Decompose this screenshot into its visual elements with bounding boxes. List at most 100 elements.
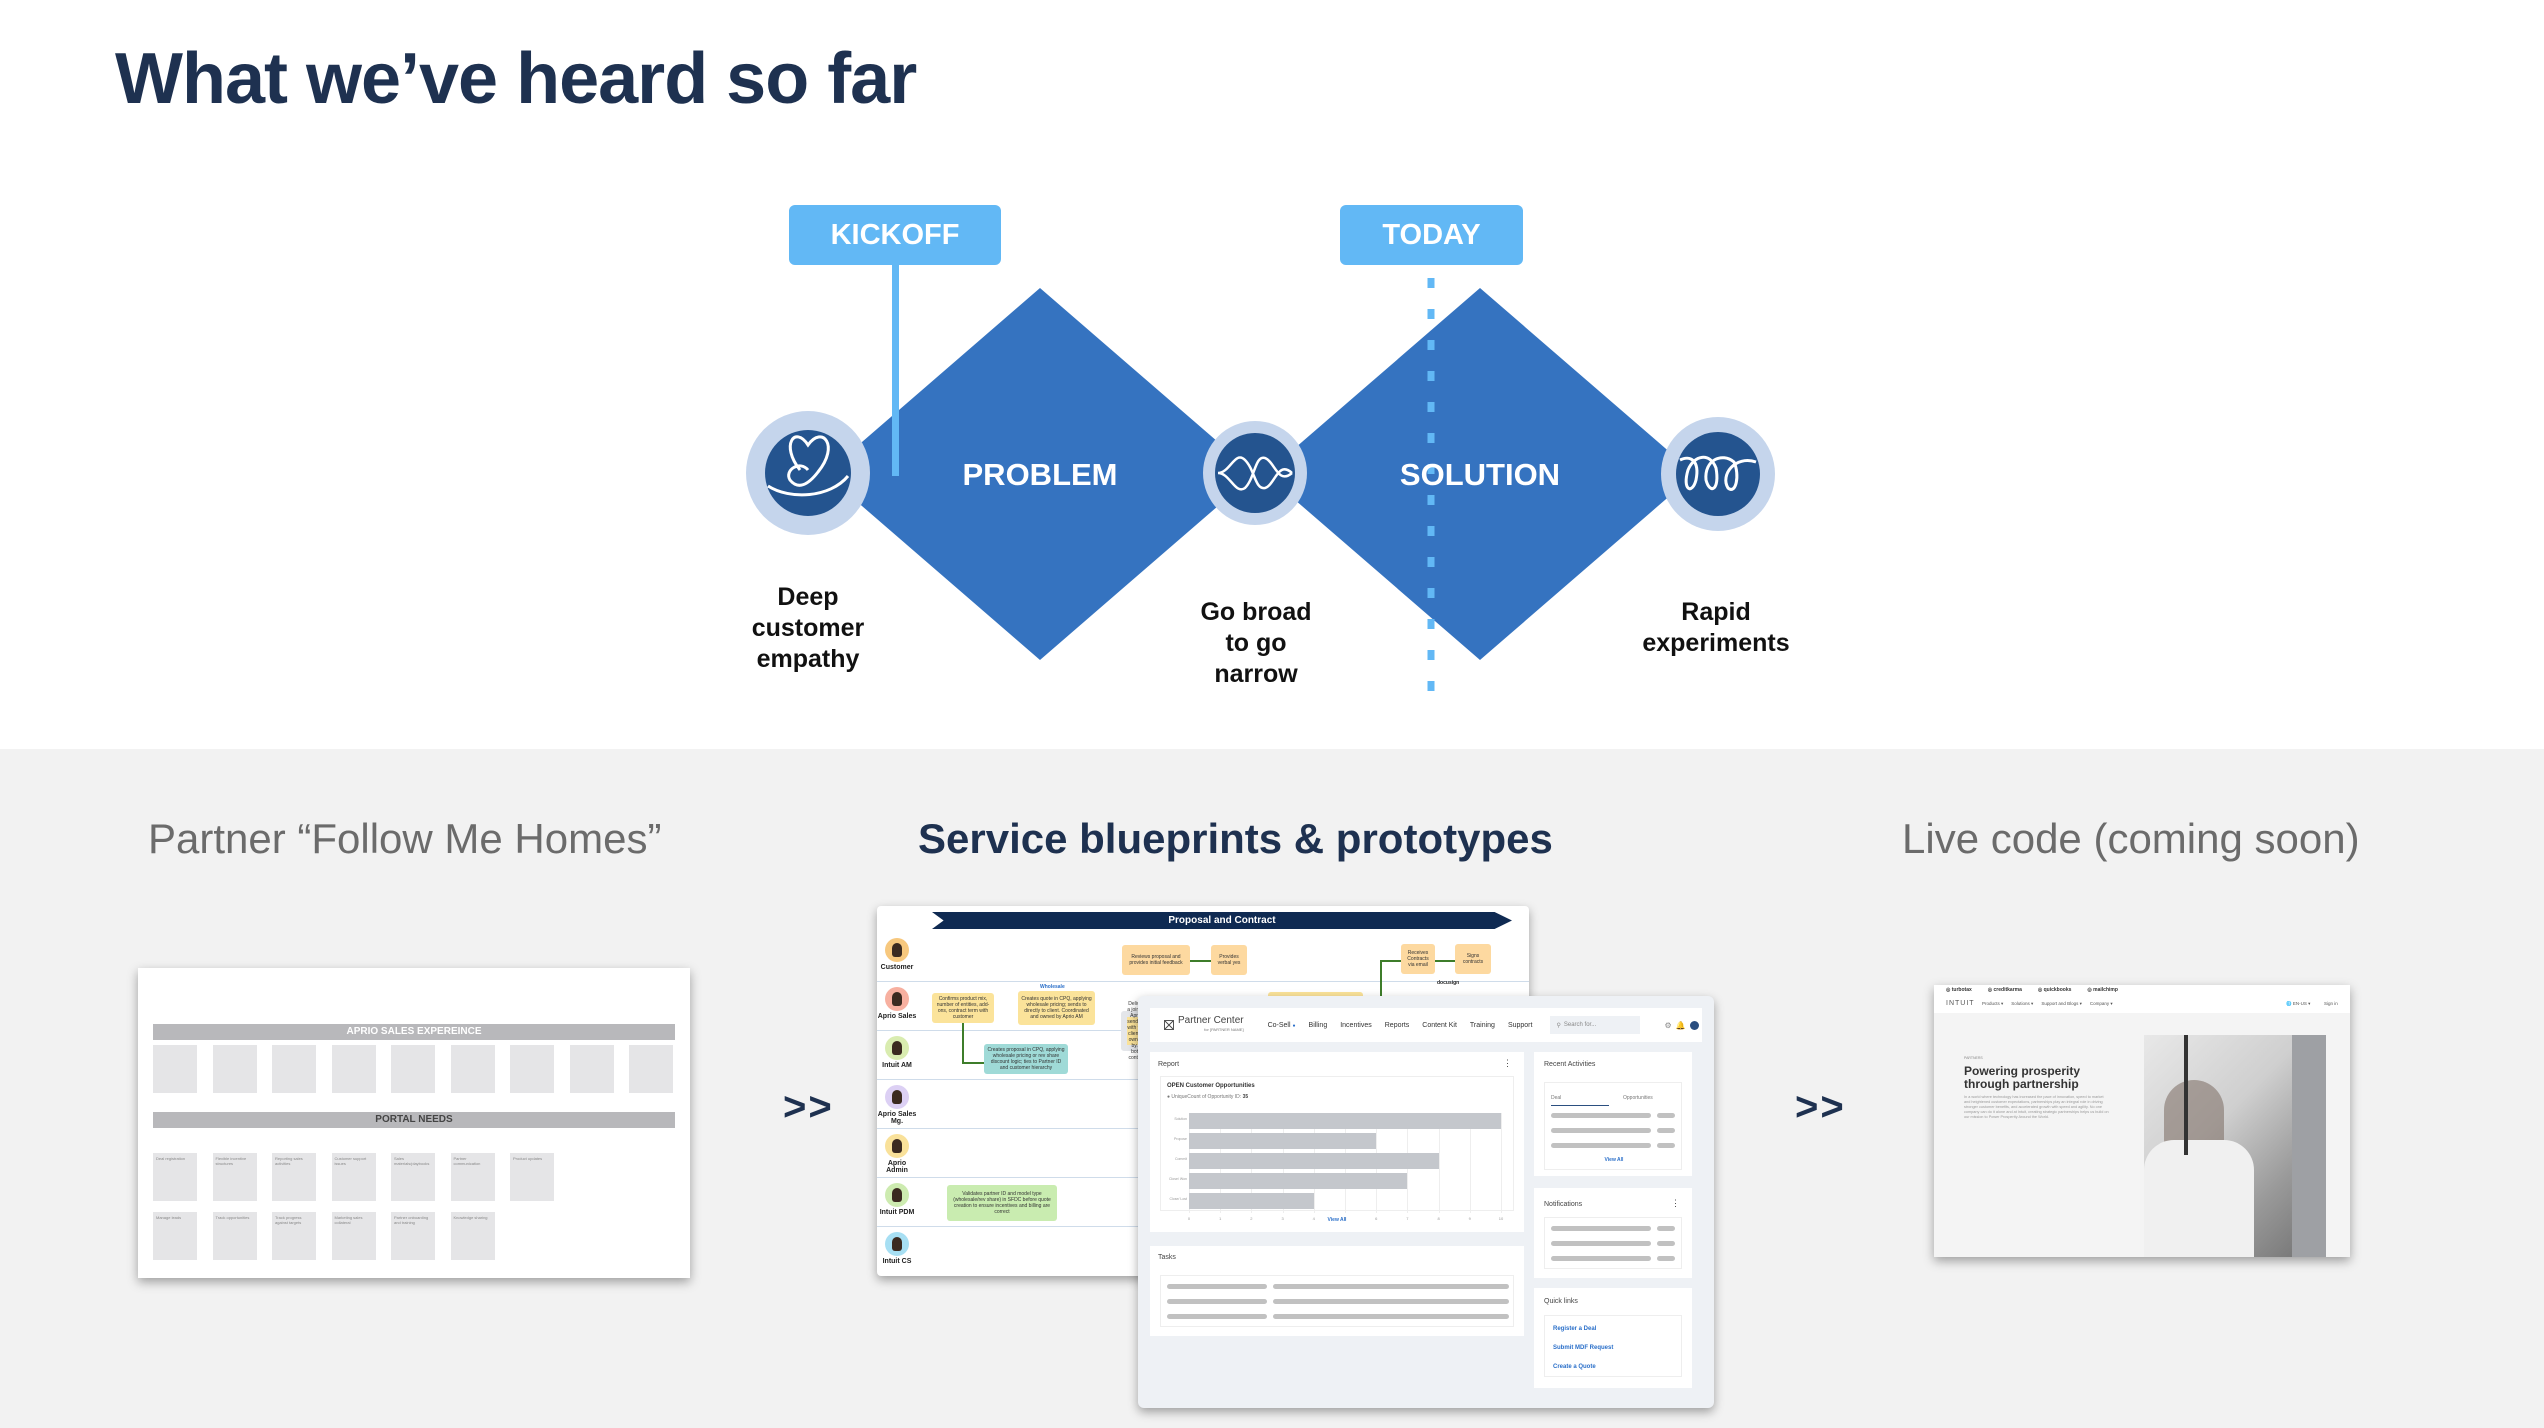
arrow-chevrons: >> [1795,1085,1846,1129]
actor: Intuit AM [877,1036,917,1069]
label-line: empathy [756,645,860,673]
flow-arrow [962,1062,984,1064]
brand-link[interactable]: ◎ mailchimp [2087,987,2118,993]
tab-opportunities[interactable]: Opportunities [1623,1095,1653,1101]
intuit-logo[interactable]: INTUIT [1946,1000,1975,1007]
hero-body: In a world where technology has increase… [1964,1095,2109,1119]
site-nav-item[interactable]: Company ▾ [2089,1001,2113,1006]
search-input[interactable]: ⚲Search for... [1550,1016,1641,1034]
nav-link[interactable]: Training [1469,1021,1495,1029]
recent-view-all-link[interactable]: View All [1604,1157,1624,1163]
chart-bar [1189,1113,1501,1129]
nav-link[interactable]: Co-Sell ● [1267,1021,1296,1029]
recent-card: Deal Opportunities View All [1544,1082,1682,1170]
brand-link[interactable]: ◎ creditkarma [1987,987,2022,993]
chart-bar [1189,1153,1439,1169]
flow-arrow [1380,960,1382,1000]
actor: Customer [877,938,917,971]
category-label: Close/ Lost [1169,1197,1187,1201]
nav-link[interactable]: Content Kit [1422,1021,1457,1029]
quick-links-card: Register a Deal Submit MDF Request Creat… [1544,1315,1682,1377]
legend-value: 35 [1242,1094,1249,1100]
blueprint-step: Receives Contracts via email [1401,944,1435,974]
partner-center-nav: Partner Center for [PARTNER NAME] Co-Sel… [1150,1008,1702,1042]
quick-links-title: Quick links [1544,1298,1578,1305]
tick-label: 8 [1437,1216,1440,1221]
actor-avatar [885,1232,909,1256]
gridline [1438,1113,1440,1213]
section-heading-blueprints: Service blueprints & prototypes [918,815,1553,862]
actor: Aprio Sales [877,987,917,1020]
tick-label: 5 [1343,1216,1347,1221]
portal-need-card: Flexible incentive structures [212,1153,257,1201]
portal-need-card: Knowledge sharing [450,1212,495,1260]
node-broad-narrow [1203,421,1307,525]
more-options-icon[interactable]: ⋮ [1671,1198,1680,1208]
portal-need-card: Partner onboarding and training [391,1212,435,1260]
tick-label: 6 [1375,1216,1378,1221]
nav-links: Co-Sell ● Billing Incentives Reports Content… [1268,1022,1533,1029]
site-nav-item[interactable]: Solutions ▾ [2011,1001,2034,1006]
portal-need-card: Track progress against targets [272,1212,316,1260]
quick-links-panel: Quick links Register a Deal Submit MDF R… [1534,1288,1692,1388]
partner-center-prototype[interactable]: Partner Center for [PARTNER NAME] Co-Sel… [1138,996,1714,1408]
chart-title: OPEN Customer Opportunities [1167,1083,1255,1089]
site-nav-item[interactable]: Products ▾ [1982,1001,2004,1006]
brand-link[interactable]: ◎ turbotax [1946,987,1972,993]
report-title: Report [1158,1061,1180,1068]
actor-label: Aprio Sales Mg. [877,1111,917,1125]
wholesale-tag: Wholesale [1040,984,1065,990]
solution-diamond [1265,288,1695,660]
experience-card [391,1045,435,1093]
portal-need-card: Marketing sales collateral [331,1212,376,1260]
report-panel: Report ⋮ OPEN Customer Opportunities ● U… [1150,1052,1524,1232]
settings-icon[interactable]: ⚙ [1664,1020,1672,1030]
swimlane-divider [877,981,1529,982]
window-frame [2184,1035,2188,1155]
sign-in-link[interactable]: Sign in [2324,1001,2338,1006]
avatar[interactable] [1689,1020,1699,1030]
shirt-silhouette [2144,1140,2254,1257]
hero-photo [2144,1035,2326,1257]
experience-card [272,1045,316,1093]
tasks-title: Tasks [1158,1254,1176,1261]
site-nav-item[interactable]: Support and Blogs ▾ [2041,1001,2082,1006]
nav-link[interactable]: Support [1507,1021,1533,1029]
more-options-icon[interactable]: ⋮ [1503,1058,1512,1068]
tick-label: 4 [1312,1216,1315,1221]
side-panel [2292,1035,2326,1257]
top-section: What we’ve heard so far KICKOFF TODAY PR… [115,39,1790,700]
label-line: experiments [1642,629,1790,657]
report-view-all-link[interactable]: View All [1327,1217,1347,1223]
activity-placeholder [1657,1128,1675,1133]
notification-placeholder [1657,1226,1675,1231]
kickoff-line [892,262,899,476]
actor-label: Intuit CS [882,1258,912,1265]
eyebrow: PARTNERS [1964,1056,1983,1060]
nav-link[interactable]: Incentives [1340,1021,1372,1029]
problem-diamond [825,288,1255,660]
tab-deal[interactable]: Deal [1551,1095,1609,1106]
quick-link-submit-mdf[interactable]: Submit MDF Request [1553,1345,1614,1351]
loops-icon [1679,455,1757,491]
legend-label: UniqueCount of Opportunity ID: [1171,1094,1242,1100]
partner-center-logo-icon [1164,1020,1174,1030]
follow-me-homes-thumbnail[interactable]: APRIO SALES EXPEREINCE PORTAL NEEDS Deal… [138,968,690,1278]
quick-link-create-quote[interactable]: Create a Quote [1553,1364,1596,1370]
bell-icon[interactable]: 🔔 [1675,1020,1686,1030]
recent-title: Recent Activities [1544,1061,1596,1068]
tick-label: 1 [1219,1216,1222,1221]
nav-link[interactable]: Reports [1384,1021,1410,1029]
brand-bar: ◎ turbotax ◎ creditkarma ◎ quickbooks ◎ mai… [1946,987,2118,993]
solution-label: SOLUTION [1399,457,1561,492]
brand-link[interactable]: ◎ quickbooks [2037,987,2072,993]
locale-selector[interactable]: 🌐 EN-US ▾ [2286,1001,2311,1006]
live-code-thumbnail[interactable]: ◎ turbotax ◎ creditkarma ◎ quickbooks ◎ mai… [1934,985,2350,1257]
nav-link[interactable]: Billing [1308,1021,1328,1029]
gridline [1501,1113,1502,1213]
quick-link-register-deal[interactable]: Register a Deal [1553,1326,1597,1332]
task-placeholder [1167,1284,1267,1289]
portal-need-card: Product updates [510,1153,554,1201]
blueprint-step: Provides verbal yes [1211,945,1247,975]
hero-headline: Powering prosperity through partnership [1964,1064,2081,1091]
